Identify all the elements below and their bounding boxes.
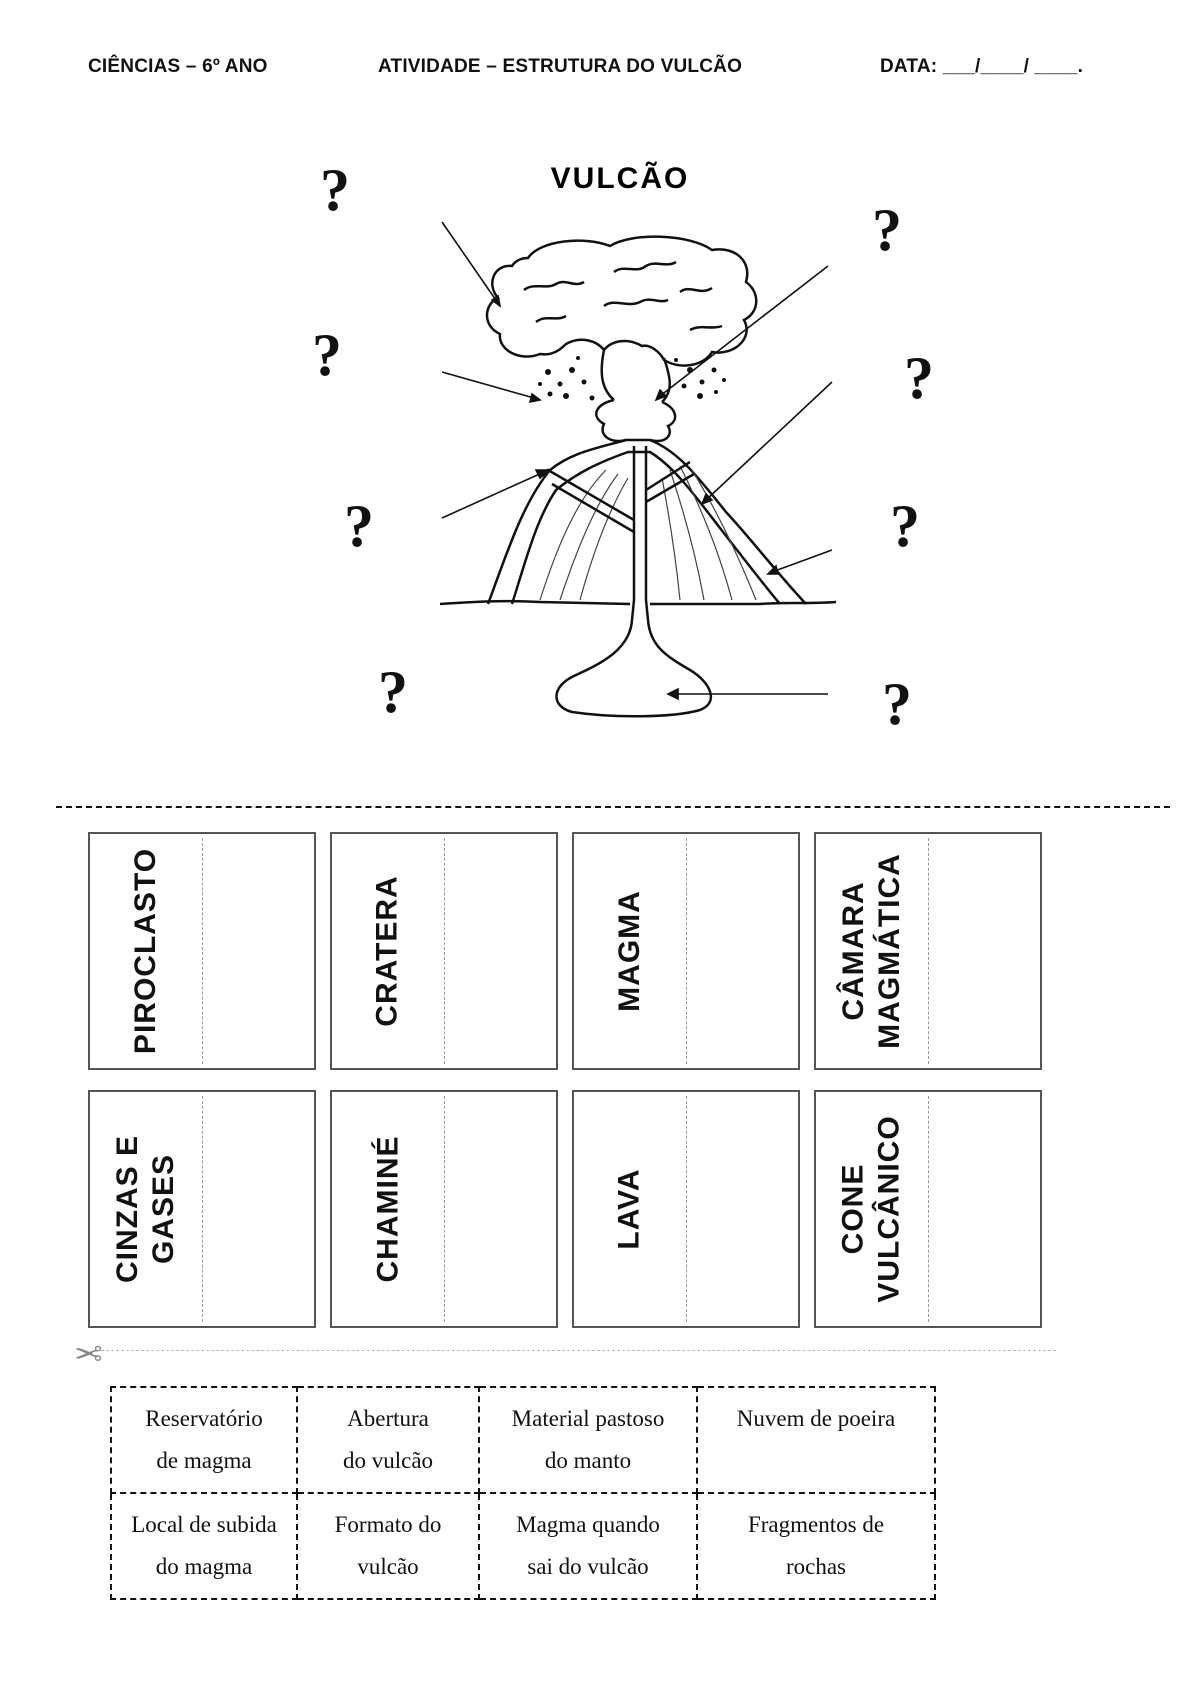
card-label: CONE VULCÂNICO [837, 1115, 906, 1303]
scissor-cut-line [96, 1350, 1056, 1351]
label-card[interactable]: LAVA [572, 1090, 800, 1328]
label-card[interactable]: CRATERA [330, 832, 558, 1070]
definition-cell[interactable]: Fragmentos de rochas [696, 1492, 936, 1600]
table-row: Local de subida do magma Formato do vulc… [110, 1492, 936, 1600]
card-label: CÂMARA MAGMÁTICA [837, 853, 907, 1049]
card-label: CRATERA [371, 875, 404, 1027]
cut-line [56, 806, 1170, 808]
activity-title: ATIVIDADE – ESTRUTURA DO VULCÃO [378, 56, 743, 77]
question-mark: ? [872, 197, 902, 263]
card-label: MAGMA [613, 890, 646, 1012]
magma-chamber [555, 619, 712, 718]
definition-cell[interactable]: Reservatório de magma [110, 1386, 298, 1494]
fold-line [444, 1096, 445, 1322]
eruption-column [595, 349, 677, 443]
fold-line [928, 838, 929, 1064]
scissors-icon: ✂ [74, 1332, 103, 1372]
pyroclast-dots [538, 356, 726, 401]
definition-cell[interactable]: Magma quando sai do vulcão [478, 1492, 698, 1600]
definitions-table: Reservatório de magma Abertura do vulcão… [110, 1386, 936, 1600]
question-marks: ? ? ? ? ? ? ? ? [312, 157, 934, 737]
pointer-arrows [441, 221, 833, 701]
ash-cloud [485, 235, 758, 367]
fold-line [202, 838, 203, 1064]
card-label: PIROCLASTO [129, 847, 163, 1055]
question-mark: ? [890, 493, 920, 559]
strata-lines [539, 465, 757, 601]
question-mark: ? [882, 671, 912, 737]
subject-header: CIÊNCIAS – 6º ANO [88, 56, 268, 77]
ground-line [439, 599, 837, 606]
card-label: CHAMINÉ [371, 1135, 404, 1283]
label-card[interactable]: PIROCLASTO [88, 832, 316, 1070]
label-card[interactable]: CÂMARA MAGMÁTICA [814, 832, 1042, 1070]
volcano-diagram: VULCÃO [312, 157, 934, 737]
definition-cell[interactable]: Local de subida do magma [110, 1492, 298, 1600]
label-card[interactable]: CHAMINÉ [330, 1090, 558, 1328]
diagram-title: VULCÃO [551, 161, 690, 195]
question-mark: ? [312, 322, 342, 388]
question-mark: ? [904, 345, 934, 411]
question-mark: ? [378, 659, 408, 725]
fold-line [928, 1096, 929, 1322]
label-card[interactable]: CINZAS E GASES [88, 1090, 316, 1328]
definition-cell[interactable]: Formato do vulcão [296, 1492, 480, 1600]
label-card[interactable]: MAGMA [572, 832, 800, 1070]
fold-line [444, 838, 445, 1064]
definition-cell[interactable]: Material pastoso do manto [478, 1386, 698, 1494]
date-field: DATA: ___/____/ ____. [880, 56, 1084, 77]
definition-cell[interactable]: Abertura do vulcão [296, 1386, 480, 1494]
card-label: CINZAS E GASES [111, 1134, 181, 1284]
label-card[interactable]: CONE VULCÂNICO [814, 1090, 1042, 1328]
fold-line [202, 1096, 203, 1322]
question-mark: ? [320, 157, 350, 223]
card-label: LAVA [613, 1168, 646, 1250]
definition-cell[interactable]: Nuvem de poeira [696, 1386, 936, 1494]
question-mark: ? [344, 493, 374, 559]
volcanic-cone [486, 438, 807, 605]
fold-line [686, 1096, 687, 1322]
table-row: Reservatório de magma Abertura do vulcão… [110, 1386, 936, 1494]
fold-line [686, 838, 687, 1064]
